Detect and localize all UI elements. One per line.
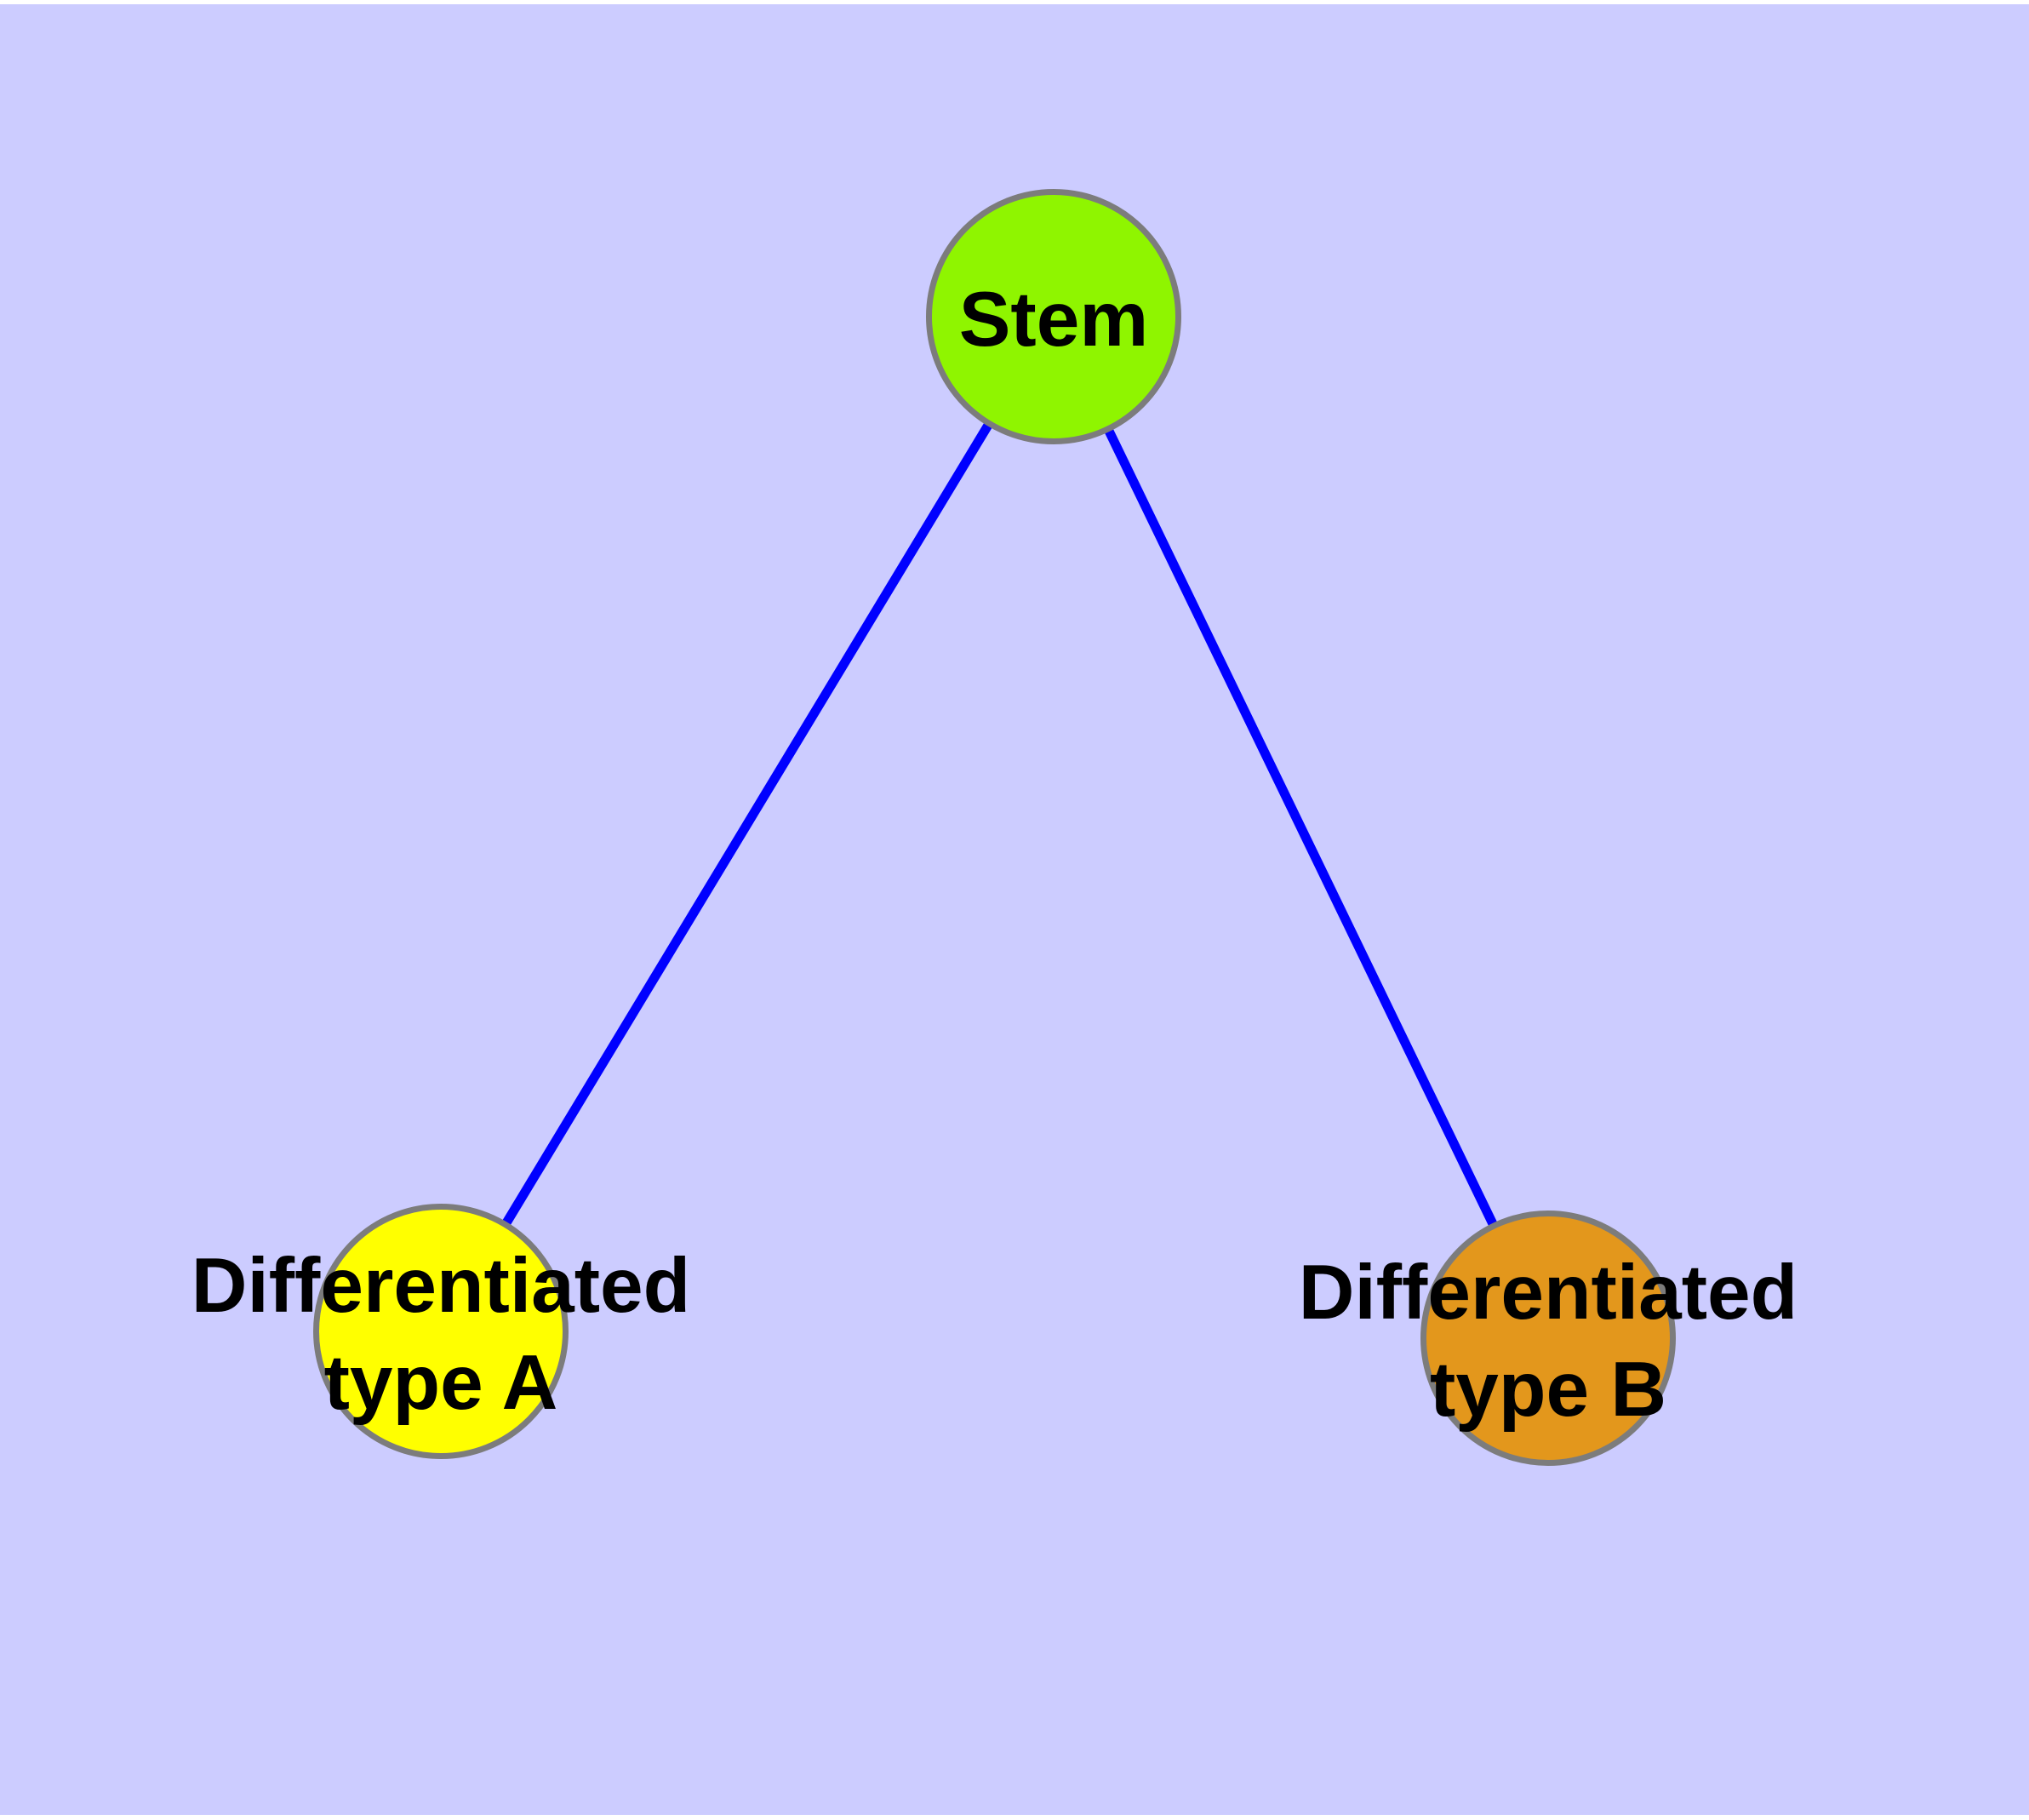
node-differentiated-type-b[interactable]: Differentiated type B — [1299, 1210, 1798, 1466]
node-differentiated-type-a-label-line2: type A — [323, 1340, 558, 1426]
node-stem-label-line: Stem — [958, 277, 1149, 363]
node-stem[interactable]: Stem — [926, 189, 1181, 444]
edge-stem-to-typeA — [437, 314, 1058, 1334]
node-differentiated-type-a-label-line1: Differentiated — [191, 1243, 691, 1329]
node-differentiated-type-a-label: Differentiated type A — [191, 1238, 691, 1432]
node-stem-label: Stem — [959, 272, 1149, 369]
node-differentiated-type-a[interactable]: Differentiated type A — [191, 1204, 690, 1459]
node-differentiated-type-b-label-line1: Differentiated — [1298, 1250, 1798, 1336]
node-differentiated-type-b-label: Differentiated type B — [1299, 1245, 1798, 1439]
node-differentiated-type-b-label-line2: type B — [1429, 1347, 1667, 1433]
edge-stem-to-typeB — [1049, 314, 1552, 1341]
